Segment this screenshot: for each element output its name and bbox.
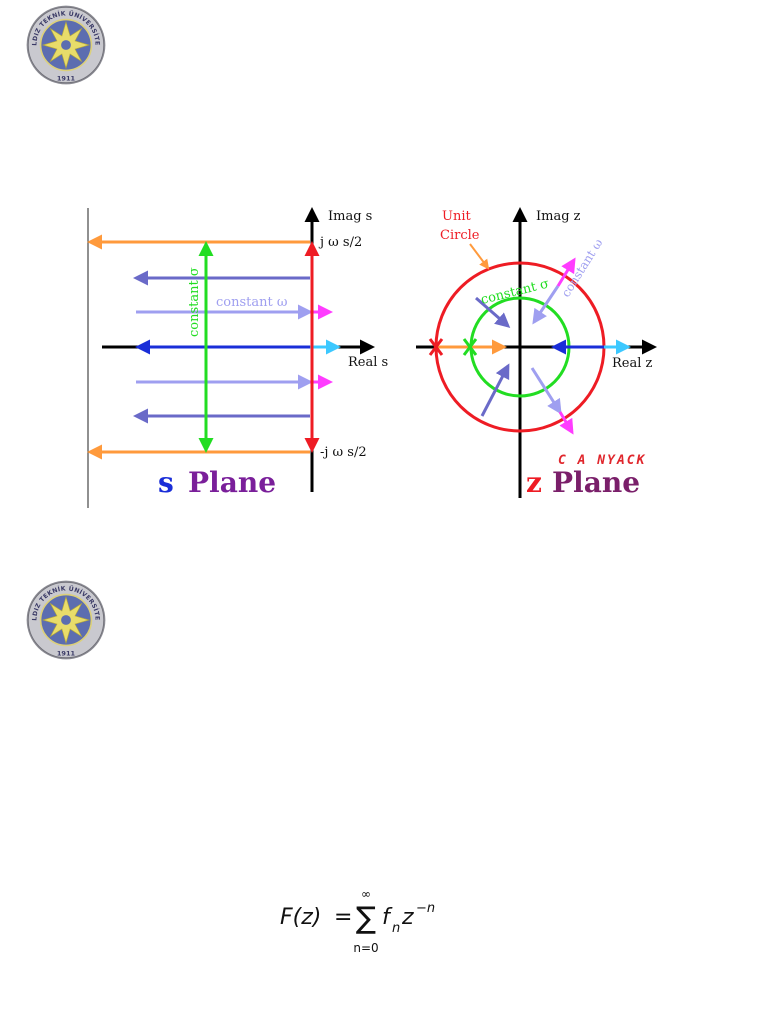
s-to-z-plane-mapping-diagram: Imag s j ω s/2 Real s -j ω s/2 constant … (84, 202, 674, 508)
formula-term-z: z (401, 905, 414, 930)
formula-term-f-sub: n (392, 921, 400, 936)
z-transform-formula: F(z) = ∞ ∑ n=0 f n z −n (280, 884, 480, 964)
s-plane: Imag s j ω s/2 Real s -j ω s/2 constant … (87, 207, 388, 499)
red-x-mark (428, 338, 444, 356)
unit-circle-label-1: Unit (442, 209, 471, 224)
s-top-label: j ω s/2 (318, 235, 362, 250)
z-real-label: Real z (612, 356, 653, 371)
s-plane-title-s: s (158, 466, 174, 499)
formula-sum-upper: ∞ (361, 887, 371, 901)
z-violet-arrow-ul (475, 296, 511, 328)
formula-term-z-sup: −n (416, 901, 435, 916)
university-logo: YILDIZ TEKNİK ÜNİVERSİTESİ 1911 (25, 4, 107, 86)
s-plane-title-plane: Plane (188, 466, 276, 499)
s-bottom-label: -j ω s/2 (320, 445, 367, 460)
z-light-violet-arrow-lr (530, 367, 562, 415)
s-imag-label: Imag s (328, 209, 372, 224)
z-imag-label: Imag z (536, 209, 581, 224)
star-seal-icon: YILDIZ TEKNİK ÜNİVERSİTESİ 1911 (25, 4, 106, 85)
unit-circle-pointer (469, 243, 490, 270)
z-violet-arrow-ll (480, 363, 510, 417)
z-light-violet-arrow-ur (532, 285, 560, 325)
formula-sum-lower: n=0 (353, 941, 378, 955)
formula-equals: = (334, 905, 352, 930)
s-real-label: Real s (348, 355, 388, 370)
unit-circle-label-2: Circle (440, 228, 480, 243)
formula-sum-symbol: ∑ (356, 901, 376, 936)
green-x-mark (462, 338, 478, 356)
credit-text: C A NYACK (558, 453, 646, 468)
logo-year: 1911 (57, 649, 76, 657)
s-constant-sigma-label: constant σ (187, 267, 202, 337)
formula-lhs: F(z) (280, 905, 321, 930)
star-seal-icon: YILDIZ TEKNİK ÜNİVERSİTESİ 1911 (25, 579, 106, 660)
logo-year: 1911 (57, 74, 76, 82)
formula-term-f: f (382, 905, 393, 930)
z-magenta-arrow-ur (556, 257, 576, 287)
z-magenta-arrow-lr (558, 411, 574, 435)
z-plane: Imag z Real z Unit Circle constant σ con… (416, 207, 657, 499)
z-plane-title-z: z (526, 466, 542, 499)
university-logo: YILDIZ TEKNİK ÜNİVERSİTESİ 1911 (25, 579, 107, 661)
z-plane-title-plane: Plane (552, 466, 640, 499)
s-constant-omega-label: constant ω (216, 295, 287, 310)
